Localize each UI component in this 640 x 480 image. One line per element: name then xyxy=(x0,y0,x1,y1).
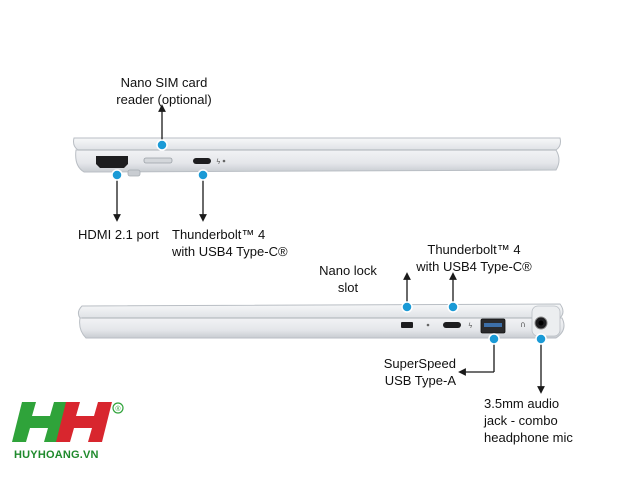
nano-sim-slot xyxy=(143,157,173,164)
laptop-right-lid xyxy=(77,303,564,319)
marker-usb-a xyxy=(488,333,500,345)
label-thunderbolt-right: Thunderbolt™ 4 with USB4 Type-C® xyxy=(414,241,534,275)
nano-lock-slot xyxy=(401,322,413,328)
label-audio-line-2: jack - combo xyxy=(484,413,558,428)
label-audio-line-3: headphone mic xyxy=(484,430,573,445)
marker-hdmi xyxy=(111,169,123,181)
label-nano-sim-line-1: Nano SIM card xyxy=(120,75,208,90)
logo-mark-green xyxy=(12,402,68,442)
label-superspeed-line-2: USB Type-A xyxy=(384,373,456,388)
laptop-left-base xyxy=(75,149,560,173)
thunderbolt-port-right xyxy=(443,322,461,328)
headphone-glyph: ∩ xyxy=(520,320,526,329)
laptop-left-foot xyxy=(127,169,141,177)
laptop-right-base xyxy=(79,317,565,339)
logo-mark-red xyxy=(56,402,112,442)
huyhoang-logo: ® xyxy=(12,402,124,442)
label-audio: 3.5mm audio jack - combo headphone mic xyxy=(484,395,573,446)
marker-thunderbolt-right xyxy=(447,301,459,313)
marker-nano-sim xyxy=(156,139,168,151)
laptop-right-side: ϟ ∩ xyxy=(77,303,565,339)
thunderbolt-port-left xyxy=(193,158,211,164)
label-hdmi-line-1: HDMI 2.1 port xyxy=(78,227,159,242)
logo-registered: ® xyxy=(115,405,121,413)
label-thunderbolt-left-line-2: with USB4 Type-C® xyxy=(172,244,288,259)
marker-audio xyxy=(535,333,547,345)
marker-thunderbolt-left xyxy=(197,169,209,181)
thunderbolt-glyph-right: ϟ xyxy=(468,322,473,330)
thunderbolt-glyph-left: ϟ xyxy=(216,158,221,166)
hdmi-port xyxy=(96,156,128,168)
label-nano-lock: Nano lock slot xyxy=(308,262,388,296)
label-thunderbolt-right-line-2: with USB4 Type-C® xyxy=(416,259,532,274)
label-thunderbolt-left-line-1: Thunderbolt™ 4 xyxy=(172,227,266,242)
label-audio-line-1: 3.5mm audio xyxy=(484,396,560,411)
label-superspeed-line-1: SuperSpeed xyxy=(383,356,456,371)
label-nano-sim: Nano SIM card reader (optional) xyxy=(104,74,224,108)
label-thunderbolt-right-line-1: Thunderbolt™ 4 xyxy=(427,242,521,257)
laptop-left-side: ϟ xyxy=(73,137,561,177)
label-thunderbolt-left: Thunderbolt™ 4 with USB4 Type-C® xyxy=(172,226,288,260)
label-hdmi: HDMI 2.1 port xyxy=(78,226,159,243)
laptop-left-lid xyxy=(73,137,561,151)
marker-nano-lock xyxy=(401,301,413,313)
label-nano-lock-line-2: slot xyxy=(337,280,359,295)
logo-site-text: HUYHOANG.VN xyxy=(14,449,99,461)
label-nano-sim-line-2: reader (optional) xyxy=(116,92,212,107)
label-superspeed: SuperSpeed USB Type-A xyxy=(366,355,456,389)
label-nano-lock-line-1: Nano lock xyxy=(319,263,377,278)
